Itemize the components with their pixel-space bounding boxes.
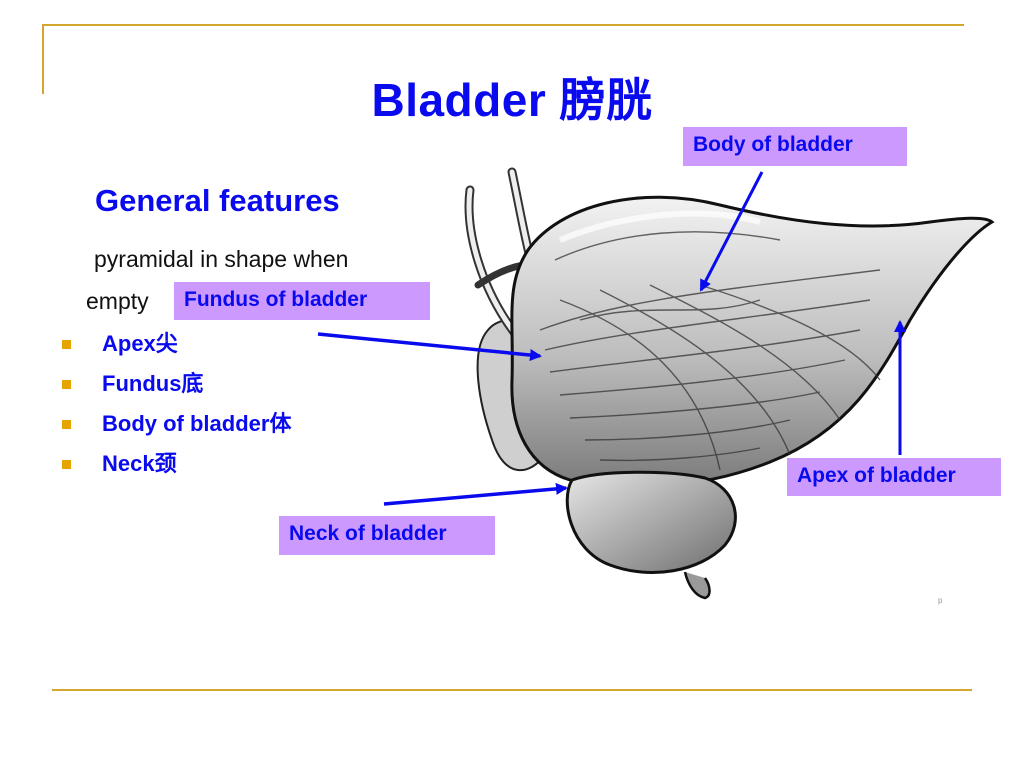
list-item: Apex尖 (62, 330, 291, 370)
list-item-label: Body of bladder体 (102, 411, 292, 436)
list-item: Fundus底 (62, 370, 291, 410)
body-pointer-arrow (699, 171, 764, 292)
label-body-of-bladder: Body of bladder (683, 127, 907, 166)
feature-list: Apex尖 Fundus底 Body of bladder体 Neck颈 (62, 330, 291, 490)
label-fundus-of-bladder: Fundus of bladder (174, 282, 430, 320)
list-item-label: Apex尖 (102, 331, 178, 356)
section-heading: General features (95, 183, 340, 218)
bullet-square-icon (62, 420, 71, 429)
bladder-neck-shape (565, 470, 737, 574)
image-mark: p (938, 596, 943, 605)
list-item-label: Fundus底 (102, 371, 204, 396)
bullet-square-icon (62, 340, 71, 349)
left-border-line (42, 24, 44, 94)
list-item: Body of bladder体 (62, 410, 291, 450)
bottom-border-line (52, 689, 972, 691)
muscle-fiber-lines (539, 231, 881, 471)
fundus-pointer-arrow (317, 332, 542, 361)
neck-pointer-arrow (383, 482, 568, 506)
slide-title: Bladder 膀胱 (371, 74, 653, 126)
label-apex-of-bladder: Apex of bladder (787, 458, 1001, 496)
shape-description: pyramidal in shape when (94, 246, 349, 272)
shape-description-continued: empty (86, 288, 149, 314)
bullet-square-icon (62, 380, 71, 389)
list-item-label: Neck颈 (102, 451, 177, 476)
top-border-line (42, 24, 964, 26)
ureter-left-inner (466, 187, 523, 343)
bullet-square-icon (62, 460, 71, 469)
urethra-shape (683, 571, 711, 600)
label-neck-of-bladder: Neck of bladder (279, 516, 495, 555)
list-item: Neck颈 (62, 450, 291, 490)
